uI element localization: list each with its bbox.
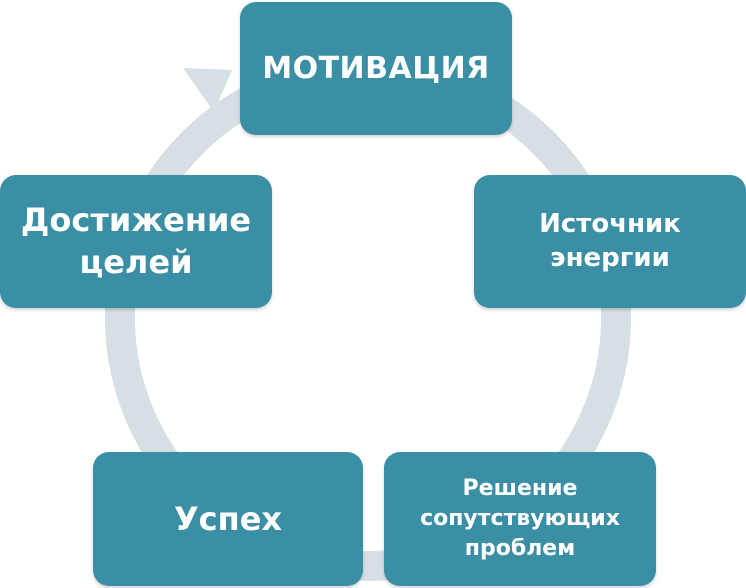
node-goal-achievement-label: Достижение целей: [20, 200, 252, 281]
node-goal-achievement: Достижение целей: [0, 175, 272, 308]
node-motivation-label: МОТИВАЦИЯ: [262, 51, 490, 86]
node-problem-solving-label: Решение сопутствующих проблем: [420, 476, 620, 561]
node-energy-source: Источник энергии: [474, 175, 746, 308]
node-problem-solving: Решение сопутствующих проблем: [384, 452, 656, 586]
cycle-arrow-head: [183, 68, 232, 112]
node-motivation: МОТИВАЦИЯ: [240, 2, 512, 135]
node-success-label: Успех: [173, 500, 283, 538]
node-success: Успех: [93, 452, 363, 586]
node-energy-source-label: Источник энергии: [539, 208, 681, 273]
